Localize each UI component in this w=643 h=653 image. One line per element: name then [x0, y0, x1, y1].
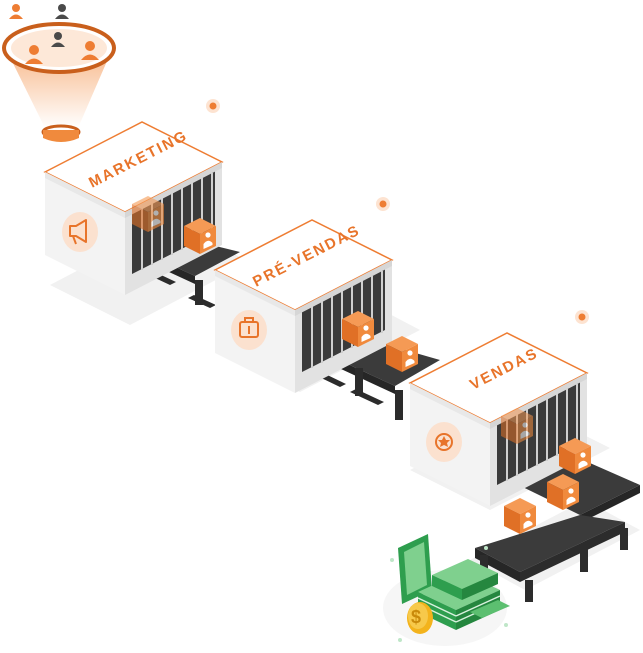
dollar-coin-icon: $: [407, 602, 433, 634]
briefcase-icon: [231, 310, 267, 350]
star-badge-icon: [426, 422, 462, 462]
funnel-icon: [2, 22, 116, 142]
stage-vendas: VENDAS: [408, 332, 589, 506]
people-icon: [9, 4, 99, 64]
stage-marketing: MARKETING: [43, 121, 224, 295]
sparkles: [390, 546, 508, 642]
svg-text:$: $: [411, 607, 421, 627]
notification-dots: [206, 99, 589, 324]
megaphone-icon: [62, 212, 98, 252]
